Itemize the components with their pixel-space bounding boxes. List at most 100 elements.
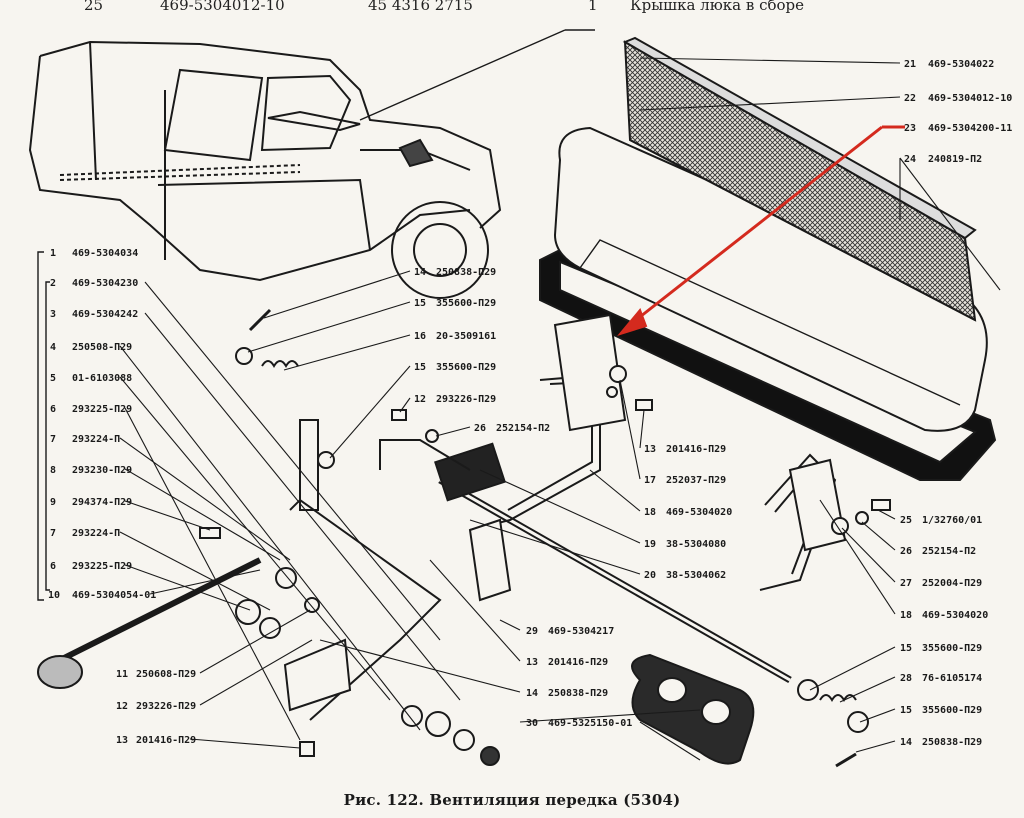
callout-number: 20	[644, 570, 656, 581]
callout-part-code: 469-5304022	[928, 59, 994, 70]
callout-number: 15	[414, 298, 426, 309]
callout-number: 13	[116, 735, 128, 746]
callout-part-code: 355600-П29	[922, 643, 982, 654]
figure-caption: Рис. 122. Вентиляция передка (5304)	[343, 791, 681, 809]
callout-number: 12	[116, 701, 128, 712]
callout-number: 8	[50, 465, 56, 476]
callout-number: 4	[50, 342, 56, 353]
callout-number: 16	[414, 331, 426, 342]
callout-part-code: 293225-П29	[72, 404, 132, 415]
header-row-number: 25	[84, 0, 104, 14]
callout-number: 6	[50, 404, 56, 415]
lever-linkage	[37, 313, 847, 721]
callout-number: 26	[900, 546, 912, 557]
callout-part-code: 293230-П29	[72, 465, 132, 476]
callout-part-code: 252154-П2	[922, 546, 976, 557]
callout-part-code: 250838-П29	[922, 737, 982, 748]
callout-part-code: 201416-П29	[666, 444, 726, 455]
callout-part-code: 252037-П29	[666, 475, 726, 486]
callout-part-code: 469-5304230	[72, 278, 138, 289]
callout-part-code: 469-5304242	[72, 309, 138, 320]
callout-number: 9	[50, 497, 56, 508]
callout-number: 12	[414, 394, 426, 405]
callout-number: 25	[900, 515, 912, 526]
callout-number: 29	[526, 626, 538, 637]
callout-part-code: 252004-П29	[922, 578, 982, 589]
seal-plate	[631, 653, 755, 765]
callout-part-code: 201416-П29	[136, 735, 196, 746]
callout-part-code: 469-5304054-01	[72, 590, 156, 601]
callout-brackets	[37, 251, 50, 601]
callout-part-code: 01-6103088	[72, 373, 132, 384]
callout-number: 7	[50, 434, 56, 445]
callout-part-code: 469-5304034	[72, 248, 138, 259]
fasteners	[199, 308, 891, 768]
callout-number: 23	[904, 123, 916, 134]
callout-number: 14	[900, 737, 912, 748]
callout-number: 15	[900, 705, 912, 716]
callout-part-code: 469-5304217	[548, 626, 614, 637]
callout-part-code: 250838-П29	[548, 688, 608, 699]
callout-number: 15	[414, 362, 426, 373]
callout-part-code: 293225-П29	[72, 561, 132, 572]
callout-number: 19	[644, 539, 656, 550]
callout-number: 14	[414, 267, 426, 278]
callout-part-code: 252154-П2	[496, 423, 550, 434]
callouts-left: 1 469-5304034 2 469-5304230 3 469-530424…	[48, 248, 156, 601]
callouts-center: 14 250838-П29 15 355600-П29 16 20-350916…	[414, 267, 550, 434]
callout-part-code: 469-5304020	[666, 507, 732, 518]
callout-part-code: 469-5304200-11	[928, 123, 1012, 134]
callout-number: 18	[900, 610, 912, 621]
callout-number: 30	[526, 718, 538, 729]
callout-number: 1	[50, 248, 56, 259]
callout-part-code: 201416-П29	[548, 657, 608, 668]
callout-number: 13	[526, 657, 538, 668]
callouts-right-top: 21 469-5304022 22 469-5304012-10 23 469-…	[904, 59, 1012, 165]
callouts-left-bottom: 11 250608-П29 12 293226-П29 13 201416-П2…	[116, 669, 196, 746]
callout-number: 15	[900, 643, 912, 654]
callout-part-code: 250608-П29	[136, 669, 196, 680]
callout-number: 6	[50, 561, 56, 572]
callout-number: 24	[904, 154, 916, 165]
callouts-mid-bottom: 29 469-5304217 13 201416-П29 14 250838-П…	[526, 626, 632, 729]
callout-part-code: 469-5304020	[922, 610, 988, 621]
callout-part-code: 250838-П29	[436, 267, 496, 278]
callout-part-code: 294374-П29	[72, 497, 132, 508]
callout-part-code: 469-5304012-10	[928, 93, 1012, 104]
vehicle-outline	[28, 40, 502, 299]
callout-number: 28	[900, 673, 912, 684]
callouts-mid: 13 201416-П29 17 252037-П29 18 469-53040…	[644, 444, 732, 581]
callout-number: 17	[644, 475, 656, 486]
callout-part-code: 293224-П	[72, 528, 120, 539]
callout-number: 13	[644, 444, 656, 455]
callout-number: 3	[50, 309, 56, 320]
header-partial-code-left: 469-5304012-10	[160, 0, 285, 14]
callout-part-code: 469-5325150-01	[548, 718, 632, 729]
callout-part-code: 293226-П29	[136, 701, 196, 712]
callout-number: 2	[50, 278, 56, 289]
callout-number: 10	[48, 590, 60, 601]
callout-number: 27	[900, 578, 912, 589]
callout-number: 18	[644, 507, 656, 518]
callout-part-code: 38-5304062	[666, 570, 726, 581]
callout-part-code: 355600-П29	[922, 705, 982, 716]
callout-number: 7	[50, 528, 56, 539]
header-item-number: 1	[588, 0, 598, 14]
callout-part-code: 1/32760/01	[922, 515, 982, 526]
callout-number: 11	[116, 669, 128, 680]
callouts-right: 25 1/32760/01 26 252154-П2 27 252004-П29…	[900, 515, 988, 748]
callout-part-code: 20-3509161	[436, 331, 496, 342]
callout-number: 14	[526, 688, 538, 699]
callout-part-code: 240819-П2	[928, 154, 982, 165]
callout-part-code: 293226-П29	[436, 394, 496, 405]
header-item-title: Крышка люка в сборе	[630, 0, 805, 14]
callout-number: 22	[904, 93, 916, 104]
callout-number: 26	[474, 423, 486, 434]
callout-number: 5	[50, 373, 56, 384]
header-partial-code-mid: 45 4316 2715	[368, 0, 473, 14]
callout-part-code: 293224-П	[72, 434, 120, 445]
highlight-arrow	[617, 125, 905, 336]
callout-part-code: 355600-П29	[436, 362, 496, 373]
